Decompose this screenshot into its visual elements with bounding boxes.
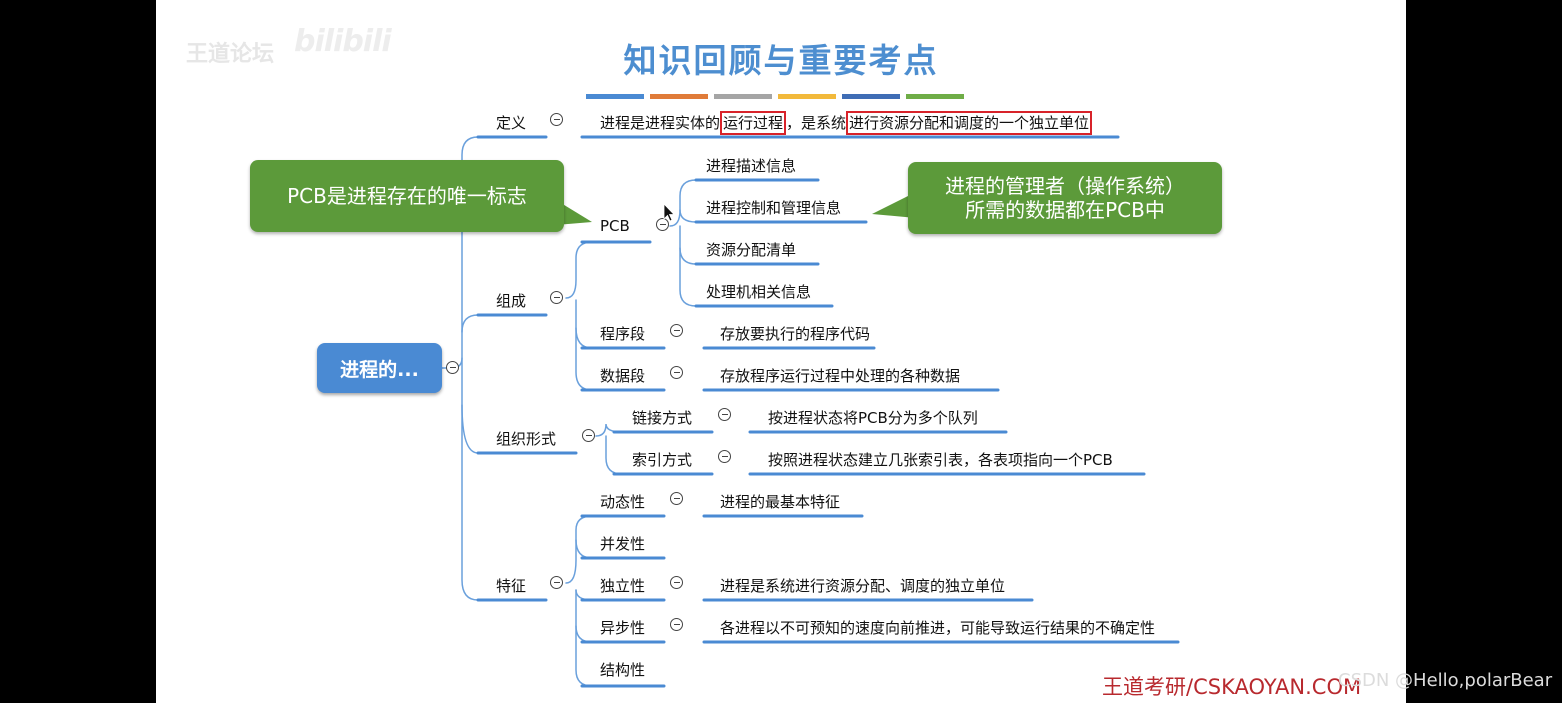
definition-text-part3: ，是系统 <box>786 114 847 132</box>
definition-text: 进程是进程实体的运行过程，是系统进行资源分配和调度的一个独立单位 <box>600 111 1093 135</box>
collapse-index-method-icon[interactable] <box>718 450 731 463</box>
branch-composition[interactable]: 组成 <box>496 292 527 310</box>
feature-independent[interactable]: 独立性 <box>600 577 646 595</box>
collapse-link-method-icon[interactable] <box>718 408 731 421</box>
index-method-desc[interactable]: 按照进程状态建立几张索引表，各表项指向一个PCB <box>768 451 1113 469</box>
node-index-method[interactable]: 索引方式 <box>632 451 693 469</box>
collapse-composition-icon[interactable] <box>550 291 563 304</box>
watermark-bilibili: bilibili <box>294 24 392 59</box>
collapse-independent-icon[interactable] <box>670 576 683 589</box>
mindmap-root[interactable]: 进程的... <box>317 343 442 393</box>
node-link-method[interactable]: 链接方式 <box>632 409 693 427</box>
feature-dynamic-desc[interactable]: 进程的最基本特征 <box>720 493 841 511</box>
collapse-program-segment-icon[interactable] <box>670 324 683 337</box>
collapse-data-segment-icon[interactable] <box>670 366 683 379</box>
title-color-bar <box>714 94 772 99</box>
pcb-item-control[interactable]: 进程控制和管理信息 <box>706 199 842 217</box>
definition-highlight-running: 运行过程 <box>720 111 787 135</box>
feature-independent-desc[interactable]: 进程是系统进行资源分配、调度的独立单位 <box>720 577 1006 595</box>
feature-concurrent[interactable]: 并发性 <box>600 535 646 553</box>
collapse-pcb-icon[interactable] <box>656 218 669 231</box>
collapse-definition-icon[interactable] <box>550 113 563 126</box>
program-segment-desc[interactable]: 存放要执行的程序代码 <box>720 325 871 343</box>
callout-pcb-unique: PCB是进程存在的唯一标志 <box>250 160 564 232</box>
collapse-features-icon[interactable] <box>550 576 563 589</box>
node-pcb[interactable]: PCB <box>600 217 630 235</box>
node-data-segment[interactable]: 数据段 <box>600 367 646 385</box>
link-method-desc[interactable]: 按进程状态将PCB分为多个队列 <box>768 409 978 427</box>
callout-pcb-manager: 进程的管理者（操作系统） 所需的数据都在PCB中 <box>908 162 1222 234</box>
collapse-organization-icon[interactable] <box>582 429 595 442</box>
feature-async-desc[interactable]: 各进程以不可预知的速度向前推进，可能导致运行结果的不确定性 <box>720 619 1156 637</box>
title-color-bar <box>906 94 964 99</box>
pcb-item-processor[interactable]: 处理机相关信息 <box>706 283 812 301</box>
collapse-async-icon[interactable] <box>670 618 683 631</box>
brand-footer: 王道考研/CSKAOYAN.COM <box>1102 675 1362 699</box>
page-title: 知识回顾与重要考点 <box>623 41 939 80</box>
slide: 王道论坛 bilibili 知识回顾与重要考点 <box>156 0 1406 703</box>
feature-async[interactable]: 异步性 <box>600 619 646 637</box>
title-color-bar <box>586 94 644 99</box>
callout-manager-line1: 进程的管理者（操作系统） <box>945 174 1185 198</box>
node-program-segment[interactable]: 程序段 <box>600 325 646 343</box>
title-color-bar <box>842 94 900 99</box>
feature-structural[interactable]: 结构性 <box>600 661 646 679</box>
callout-manager-line2: 所需的数据都在PCB中 <box>965 198 1165 222</box>
data-segment-desc[interactable]: 存放程序运行过程中处理的各种数据 <box>720 367 961 385</box>
definition-text-part1: 进程是进程实体的 <box>600 114 721 132</box>
collapse-root-icon[interactable] <box>446 361 459 374</box>
branch-features[interactable]: 特征 <box>496 577 527 595</box>
title-color-bar <box>650 94 708 99</box>
watermark-wangdao: 王道论坛 <box>186 42 275 67</box>
title-color-bar <box>778 94 836 99</box>
definition-highlight-unit: 进行资源分配和调度的一个独立单位 <box>846 111 1093 135</box>
branch-organization[interactable]: 组织形式 <box>496 430 557 448</box>
collapse-dynamic-icon[interactable] <box>670 492 683 505</box>
pcb-item-resource[interactable]: 资源分配清单 <box>706 241 797 259</box>
pcb-item-description[interactable]: 进程描述信息 <box>706 157 797 175</box>
branch-definition[interactable]: 定义 <box>496 114 527 132</box>
feature-dynamic[interactable]: 动态性 <box>600 493 646 511</box>
csdn-watermark: CSDN @Hello,polarBear <box>1338 670 1553 691</box>
